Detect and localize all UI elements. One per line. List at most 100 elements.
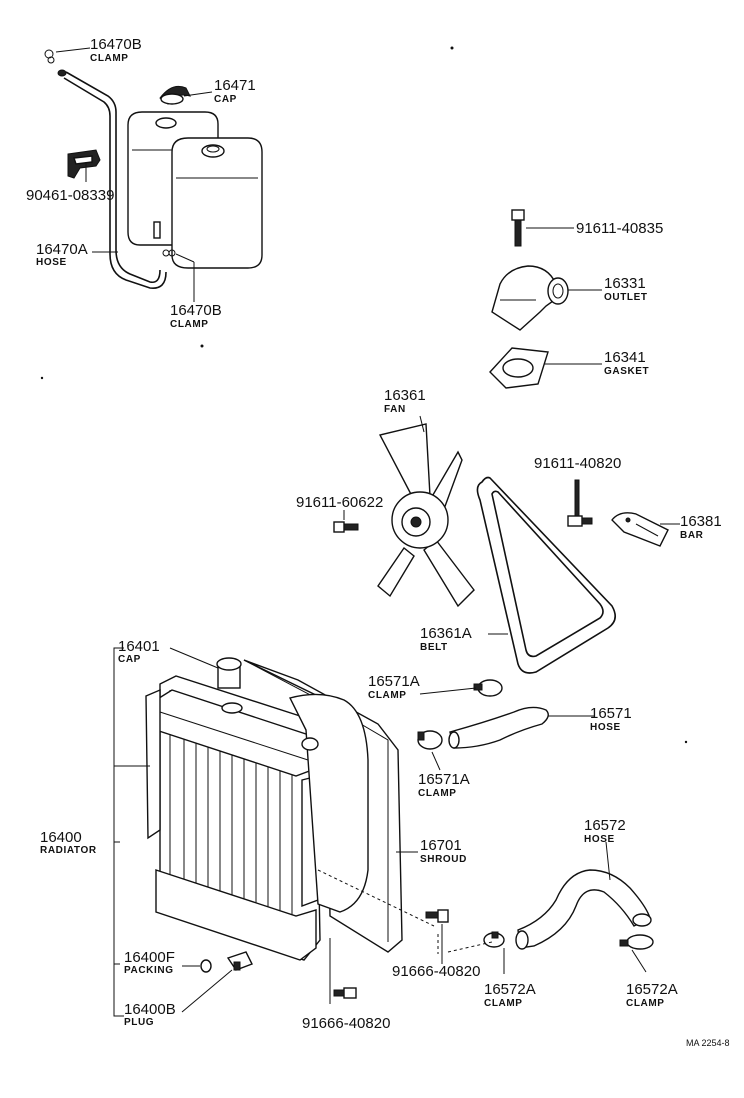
part-number: 91611-40835 — [576, 220, 663, 237]
part-name: CLAMP — [484, 998, 523, 1009]
leader-lines-top — [55, 47, 213, 302]
part-number: 16572 — [584, 817, 626, 834]
label-bolt-91666-bottom: 91666-40820 — [302, 1015, 390, 1032]
water-outlet — [491, 265, 569, 331]
part-number: 16572A — [484, 981, 536, 998]
label-hose-16470a: 16470A HOSE — [36, 241, 88, 268]
label-hose-16572: 16572 HOSE — [584, 817, 626, 845]
shroud-bolt — [425, 909, 449, 923]
part-name: HOSE — [590, 722, 621, 733]
part-number: 16400B — [124, 1001, 176, 1018]
outlet-bolt — [511, 209, 525, 247]
part-number: 16571A — [368, 673, 420, 690]
leader-lines-belt — [488, 523, 680, 635]
part-number: 16381 — [680, 513, 722, 530]
part-name: CLAMP — [418, 788, 457, 799]
label-shroud-16701: 16701 SHROUD — [420, 837, 467, 865]
label-clamp-16572a-right: 16572A CLAMP — [626, 981, 678, 1009]
part-number: 16341 — [604, 349, 646, 366]
reservoir-cap — [159, 85, 191, 105]
part-number: 90461-08339 — [26, 187, 114, 204]
scan-specks — [40, 46, 688, 744]
label-bolt-91611-40820: 91611-40820 — [534, 455, 621, 472]
adjusting-bar — [611, 512, 669, 547]
lower-hose-clamp-left — [483, 931, 505, 948]
label-clamp-16470b-top: 16470B CLAMP — [90, 36, 142, 64]
part-name: SHROUD — [420, 854, 467, 865]
label-clamp-16571a-bottom: 16571A CLAMP — [418, 771, 470, 799]
part-number: 16572A — [626, 981, 678, 998]
hose-clamp-small-top — [44, 49, 55, 64]
label-belt-16361a: 16361A BELT — [420, 625, 472, 653]
radiator-drain-plug — [226, 951, 253, 971]
part-number: 16400 — [40, 829, 82, 846]
leader-lines-fan — [343, 415, 425, 520]
part-name: BAR — [680, 530, 704, 541]
upper-hose-clamp-top — [473, 679, 503, 697]
part-number: 91611-60622 — [296, 494, 383, 511]
label-bolt-91611-40835: 91611-40835 — [576, 220, 663, 237]
label-bolt-91666-right: 91666-40820 — [392, 963, 480, 980]
label-cap-16471: 16471 CAP — [214, 77, 256, 105]
part-name: CLAMP — [90, 53, 129, 64]
belt-bolt — [567, 479, 593, 527]
part-name: FAN — [384, 404, 406, 415]
label-radiator-16400: 16400 RADIATOR — [40, 829, 97, 856]
label-cap-16401: 16401 CAP — [118, 638, 160, 665]
drive-belt — [476, 476, 616, 674]
part-number: 16571 — [590, 705, 632, 722]
part-name: CAP — [214, 94, 237, 105]
label-clamp-16571a-top: 16571A CLAMP — [368, 673, 420, 701]
part-number: 16470B — [90, 36, 142, 53]
overflow-hose — [57, 69, 167, 289]
fan-shroud — [243, 659, 403, 953]
hose-clamp-small-bottom — [162, 249, 176, 257]
upper-radiator-hose — [448, 706, 549, 749]
label-clamp-16572a-left: 16572A CLAMP — [484, 981, 536, 1009]
part-number: 16331 — [604, 275, 646, 292]
mounting-bracket — [67, 149, 101, 179]
lower-hose-clamp-right — [619, 934, 654, 950]
fan-bolt — [333, 521, 359, 533]
part-number: 91666-40820 — [302, 1015, 390, 1032]
part-name: PACKING — [124, 965, 174, 976]
part-number: 16470B — [170, 302, 222, 319]
radiator-packing — [200, 959, 212, 973]
label-clamp-16470b-bottom: 16470B CLAMP — [170, 302, 222, 330]
part-number: 91611-40820 — [534, 455, 621, 472]
part-name: BELT — [420, 642, 448, 653]
part-number: 16571A — [418, 771, 470, 788]
part-name: OUTLET — [604, 292, 648, 303]
lower-radiator-hose — [515, 869, 652, 950]
label-fan-16361: 16361 FAN — [384, 387, 426, 415]
label-bracket-90461: 90461-08339 — [26, 187, 114, 204]
upper-hose-clamp-bottom — [417, 730, 443, 750]
part-name: CLAMP — [170, 319, 209, 330]
label-plug-16400b: 16400B PLUG — [124, 1001, 176, 1028]
label-gasket-16341: 16341 GASKET — [604, 349, 649, 377]
part-name: CAP — [118, 654, 141, 665]
radiator-cap — [216, 657, 243, 714]
part-number: 16400F — [124, 949, 175, 966]
part-number: 16701 — [420, 837, 462, 854]
part-name: CLAMP — [626, 998, 665, 1009]
leader-lines-radiator — [113, 647, 647, 1017]
outlet-gasket — [489, 347, 549, 389]
part-name: GASKET — [604, 366, 649, 377]
reservoir-tank — [127, 111, 263, 269]
part-name: PLUG — [124, 1017, 154, 1028]
label-hose-16571: 16571 HOSE — [590, 705, 632, 733]
radiator-core — [145, 675, 321, 961]
reference-code: MA 2254-8 — [686, 1038, 730, 1048]
part-name: RADIATOR — [40, 845, 97, 856]
label-bolt-91611-60622: 91611-60622 — [296, 494, 383, 511]
part-number: 16470A — [36, 241, 88, 258]
part-number: 16401 — [118, 638, 160, 655]
label-bar-16381: 16381 BAR — [680, 513, 722, 541]
part-name: CLAMP — [368, 690, 407, 701]
assembly-lines — [317, 869, 493, 954]
cooling-fan — [377, 423, 475, 608]
part-number: 91666-40820 — [392, 963, 480, 980]
radiator-bolt-bottom — [333, 987, 357, 999]
